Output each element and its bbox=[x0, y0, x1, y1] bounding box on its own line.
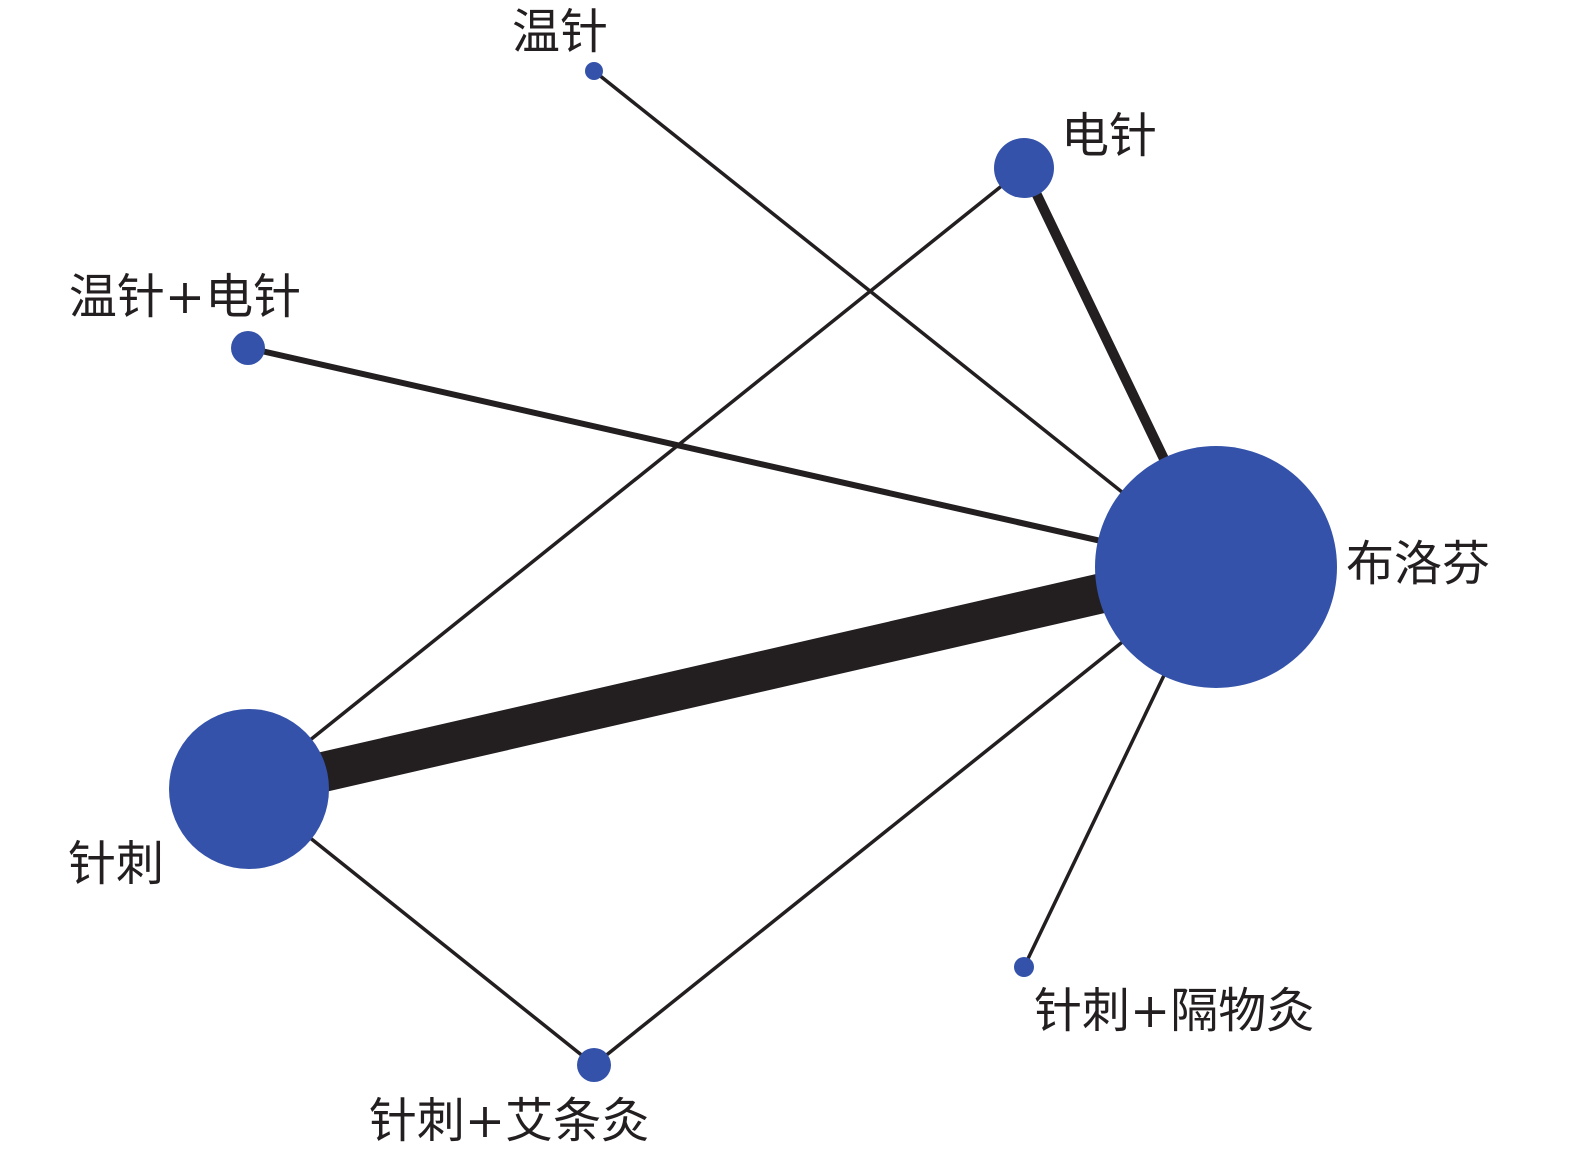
node-dianzhen bbox=[994, 138, 1054, 198]
edge-zhenci_aitiaojiu-buluofen bbox=[592, 565, 1218, 1067]
node-zhenci_aitiaojiu bbox=[577, 1048, 611, 1082]
edge-dianzhen-zhenci bbox=[247, 166, 1026, 791]
edges-layer bbox=[244, 69, 1221, 1067]
node-label-wenzhen: 温针 bbox=[512, 4, 608, 60]
node-zhenci bbox=[169, 709, 329, 869]
node-zhenci_gewujiu bbox=[1014, 957, 1034, 977]
node-label-dianzhen: 电针 bbox=[1061, 108, 1157, 164]
edge-wenzhen_dianzhen-buluofen bbox=[247, 345, 1217, 570]
node-label-zhenci: 针刺 bbox=[68, 836, 164, 892]
edge-wenzhen-buluofen bbox=[592, 69, 1218, 569]
node-label-wenzhen_dianzhen: 温针+电针 bbox=[69, 269, 301, 325]
node-label-buluofen: 布洛芬 bbox=[1346, 536, 1490, 592]
node-wenzhen bbox=[585, 62, 603, 80]
node-buluofen bbox=[1095, 446, 1337, 688]
node-wenzhen_dianzhen bbox=[231, 331, 265, 365]
node-label-zhenci_gewujiu: 针刺+隔物灸 bbox=[1034, 983, 1314, 1039]
edge-zhenci-buluofen bbox=[244, 547, 1221, 809]
node-label-zhenci_aitiaojiu: 针刺+艾条灸 bbox=[369, 1093, 649, 1149]
nodes-layer bbox=[169, 62, 1337, 1082]
